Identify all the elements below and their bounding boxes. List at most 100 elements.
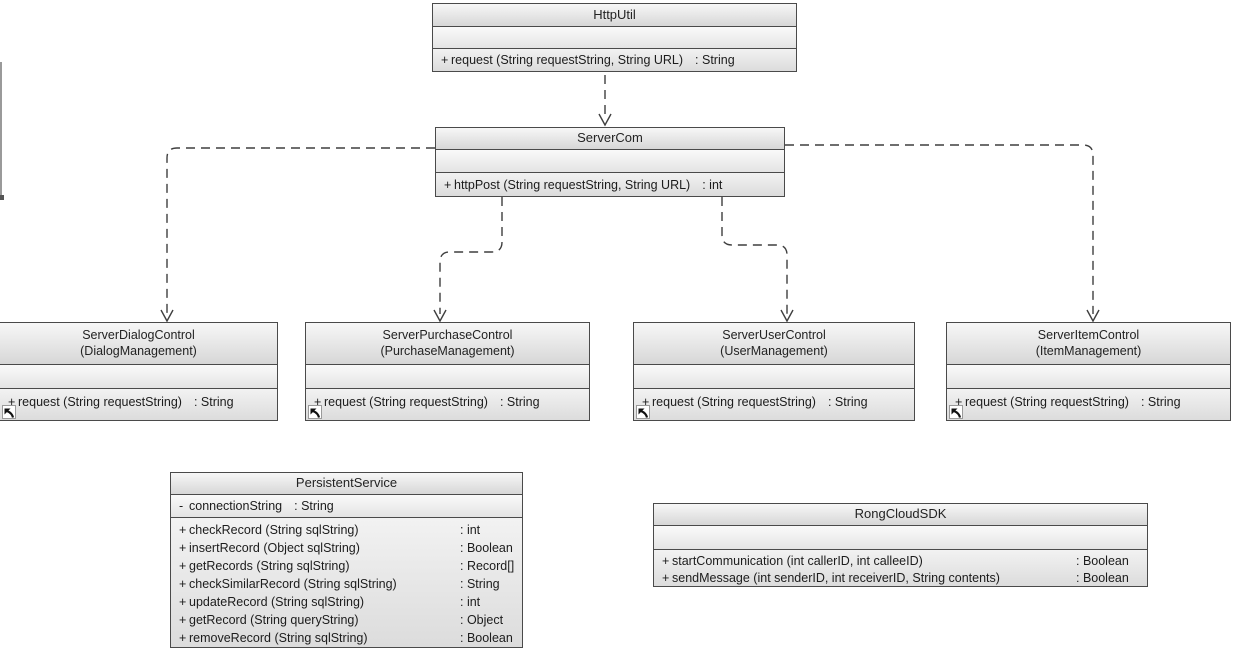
class-name: PersistentService [295,475,398,491]
class-package: (UserManagement) [720,343,828,358]
return-type: : Boolean [1076,553,1129,568]
method-row: + updateRecord (String sqlString) : int [171,593,522,611]
visibility: + [662,570,670,585]
method-row: + request (String requestString) : Strin… [306,389,589,415]
return-type: : String [193,395,234,409]
class-name: HttpUtil [593,6,636,22]
method-row: + request (String requestString) : Strin… [634,389,914,415]
class-name: ServerItemControl [1037,327,1140,342]
visibility: + [8,395,16,409]
return-type: : Boolean [1076,570,1129,585]
class-serveritemcontrol[interactable]: ServerItemControl (ItemManagement) + req… [946,322,1231,421]
class-name: ServerDialogControl [82,327,195,342]
class-title: HttpUtil [433,4,796,27]
class-title: ServerPurchaseControl (PurchaseManagemen… [306,323,589,365]
class-title: PersistentService [171,473,522,495]
method-signature: sendMessage (int senderID, int receiverI… [672,570,1000,585]
attributes-compartment [306,365,589,389]
method-row: + checkRecord (String sqlString) : int [171,521,522,539]
return-type: : String [460,577,500,591]
visibility: + [179,613,187,627]
method-signature: getRecords (String sqlString) [189,559,350,573]
dependency-servercom-serverpurchasecontrol [433,197,503,323]
subdiagram-link-icon[interactable] [949,405,963,419]
method-signature: request (String requestString) [652,395,816,409]
class-servercom[interactable]: ServerCom + httpPost (String requestStri… [435,127,785,197]
subdiagram-link-icon[interactable] [308,405,322,419]
methods-compartment: + request (String requestString) : Strin… [634,389,914,420]
visibility: + [179,559,187,573]
attribute-row: - connectionString : String [171,495,522,517]
method-row: + getRecord (String queryString) : Objec… [171,611,522,629]
method-row: + request (String requestString) : Strin… [0,389,277,415]
class-serverusercontrol[interactable]: ServerUserControl (UserManagement) + req… [633,322,915,421]
method-row: + request (String requestString) : Strin… [947,389,1230,415]
return-type: : String [695,53,735,67]
attributes-compartment [436,150,784,173]
methods-compartment: + httpPost (String requestString, String… [436,173,784,196]
method-signature: request (String requestString) [18,395,182,409]
class-title: RongCloudSDK [654,504,1147,527]
method-signature: updateRecord (String sqlString) [189,595,365,609]
attributes-compartment [654,526,1147,550]
method-signature: checkRecord (String sqlString) [189,523,359,537]
class-title: ServerDialogControl (DialogManagement) [0,323,277,365]
methods-compartment: + request (String requestString, String … [433,49,796,71]
attributes-compartment [433,27,796,49]
attributes-compartment: - connectionString : String [171,495,522,518]
method-row: + sendMessage (int senderID, int receive… [654,569,1147,586]
method-signature: request (String requestString) [324,395,488,409]
attributes-compartment [0,365,277,389]
visibility: + [441,53,449,67]
return-type: : int [460,523,481,537]
visibility: + [955,395,963,409]
method-row: + insertRecord (Object sqlString) : Bool… [171,539,522,557]
return-type: : Boolean [460,541,513,555]
dependency-servercom-serverdialogcontrol [160,147,435,323]
methods-compartment: + request (String requestString) : Strin… [306,389,589,420]
method-signature: startCommunication (int callerID, int ca… [672,553,923,568]
method-row: + removeRecord (String sqlString) : Bool… [171,629,522,647]
class-httputil[interactable]: HttpUtil + request (String requestString… [432,3,797,72]
subdiagram-link-icon[interactable] [636,405,650,419]
attributes-compartment [634,365,914,389]
visibility: + [662,553,670,568]
class-serverdialogcontrol[interactable]: ServerDialogControl (DialogManagement) +… [0,322,278,421]
methods-compartment: + checkRecord (String sqlString) : int +… [171,518,522,647]
class-package: (DialogManagement) [80,343,197,358]
class-name: ServerCom [577,130,643,146]
class-rongcloudsdk[interactable]: RongCloudSDK + startCommunication (int c… [653,503,1148,587]
visibility: + [179,577,187,591]
return-type: : Object [460,613,504,627]
attributes-compartment [947,365,1230,389]
visibility: + [179,631,187,645]
return-type: : String [1140,395,1181,409]
method-row: + getRecords (String sqlString) : Record… [171,557,522,575]
visibility: + [179,595,187,609]
return-type: : int [460,595,481,609]
class-name: ServerPurchaseControl [382,327,513,342]
clipped-edge-artifact [0,62,4,200]
return-type: : String [499,395,540,409]
method-signature: getRecord (String queryString) [189,613,359,627]
subdiagram-link-icon[interactable] [2,405,16,419]
method-signature: httpPost (String requestString, String U… [454,177,691,192]
method-signature: removeRecord (String sqlString) [189,631,368,645]
dependency-servercom-serveritemcontrol [785,144,1100,323]
return-type: : int [702,177,723,192]
attribute-name: connectionString [189,499,283,513]
visibility: + [179,523,187,537]
methods-compartment: + request (String requestString) : Strin… [947,389,1230,420]
class-persistentservice[interactable]: PersistentService - connectionString : S… [170,472,523,648]
visibility: + [642,395,650,409]
return-type: : Boolean [460,631,513,645]
method-row: + startCommunication (int callerID, int … [654,552,1147,569]
method-row: + httpPost (String requestString, String… [436,173,784,196]
class-name: ServerUserControl [722,327,826,342]
class-title: ServerUserControl (UserManagement) [634,323,914,365]
class-serverpurchasecontrol[interactable]: ServerPurchaseControl (PurchaseManagemen… [305,322,590,421]
class-package: (ItemManagement) [1035,343,1142,358]
method-signature: request (String requestString, String UR… [451,53,684,67]
dependency-httputil-servercom [598,75,612,127]
